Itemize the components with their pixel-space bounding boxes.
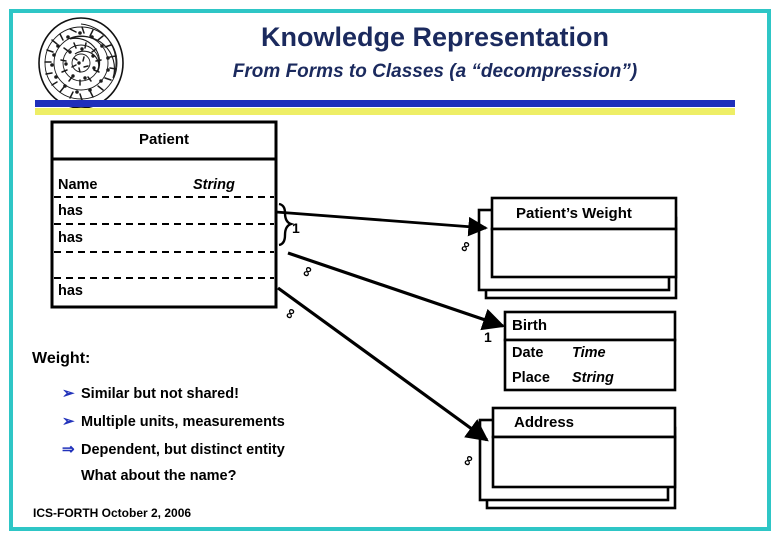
patient-weight-class-box[interactable] [477, 196, 678, 300]
note-bullet-3: ⇒ Dependent, but distinct entity [62, 440, 285, 458]
patient-attr-name-type: String [193, 177, 235, 193]
slide-subtitle: From Forms to Classes (a “decompression”… [232, 61, 638, 82]
patient-attr-has-3: has [58, 283, 83, 299]
assoc-patient-birth [287, 251, 506, 331]
header-rule-blue [35, 100, 735, 107]
patient-class-box[interactable] [50, 120, 278, 309]
arrowhead-bullet-icon: ➢ [62, 413, 75, 430]
address-class-box[interactable] [478, 406, 677, 510]
header-rule-yellow [35, 108, 735, 115]
note-bullet-2: ➢ Multiple units, measurements [62, 412, 285, 430]
slide-title: Knowledge Representation [260, 22, 610, 52]
birth-box-title: Birth [512, 317, 547, 334]
double-arrow-bullet-icon: ⇒ [62, 441, 75, 458]
patient-attr-has-1: has [58, 203, 83, 219]
birth-attr-date: Date [512, 345, 544, 361]
assoc-patient-weight [275, 210, 488, 237]
address-box-title: Address [514, 414, 575, 431]
arrowhead-bullet-icon: ➢ [62, 385, 75, 402]
slide-footer: ICS-FORTH October 2, 2006 [33, 506, 192, 520]
note-bullet-3-text: Dependent, but distinct entity [81, 442, 285, 458]
note-bullet-1: ➢ Similar but not shared! [62, 384, 239, 402]
birth-attr-place-type: String [572, 370, 614, 386]
phaistos-disc-logo [30, 16, 132, 110]
cardinality-birth-target: 1 [484, 329, 492, 345]
patient-attr-name: Name [58, 177, 98, 193]
multiplicity-brace [278, 202, 295, 247]
patient-box-title: Patient [138, 131, 189, 148]
note-bullet-4-text: What about the name? [81, 468, 237, 484]
note-bullet-4: What about the name? [62, 468, 236, 484]
assoc-patient-address [277, 286, 489, 442]
note-bullet-2-text: Multiple units, measurements [81, 414, 285, 430]
note-bullet-1-text: Similar but not shared! [81, 386, 239, 402]
patient-attr-has-2: has [58, 230, 83, 246]
logo-svg [38, 17, 124, 109]
cardinality-weight-source: 1 [292, 220, 300, 236]
notes-heading: Weight: [32, 350, 91, 367]
birth-class-box[interactable] [503, 310, 677, 392]
birth-attr-place: Place [512, 370, 550, 386]
birth-attr-date-type: Time [572, 345, 606, 361]
weight-box-title: Patient’s Weight [516, 205, 632, 222]
